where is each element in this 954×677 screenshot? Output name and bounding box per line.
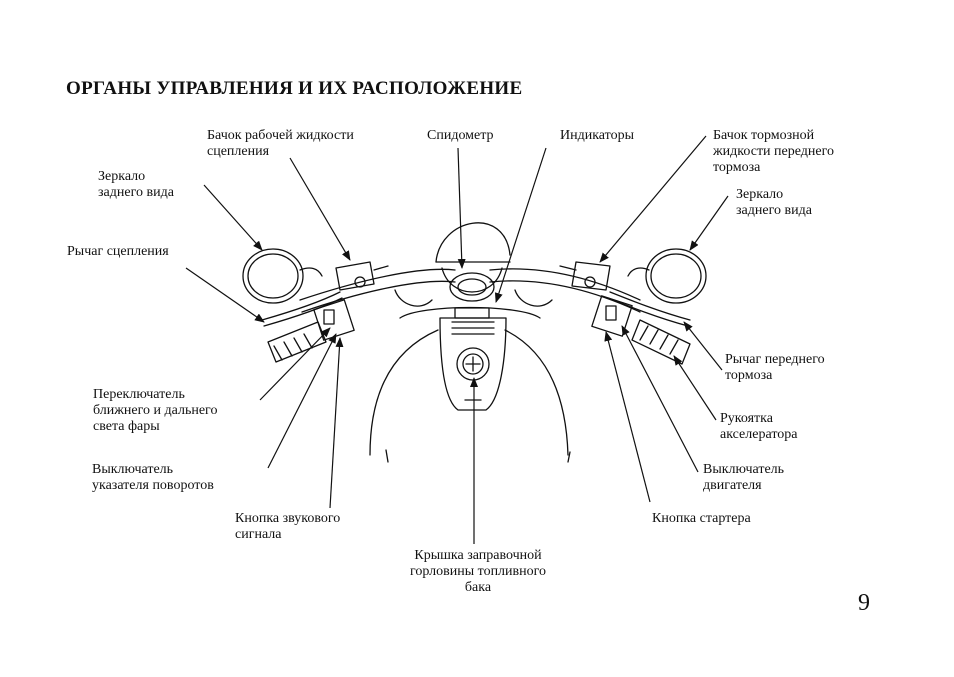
label-starter-button: Кнопка стартера <box>652 511 751 526</box>
label-front-brake-fluid-reservoir: Бачок тормозной жидкости переднего тормо… <box>713 128 835 175</box>
right-grip <box>591 295 691 365</box>
label-headlight-dimmer-switch: Переключатель ближнего и дальнего света … <box>93 387 218 434</box>
leader-clutch-lever <box>185 267 265 323</box>
label-clutch-fluid-reservoir: Бачок рабочей жидкости сцепления <box>207 128 354 159</box>
label-engine-stop-switch: Выключатель двигателя <box>703 462 785 493</box>
label-turn-signal-switch: Выключатель указателя поворотов <box>92 462 214 493</box>
label-clutch-lever: Рычаг сцепления <box>67 244 169 259</box>
leader-engine-stop <box>621 325 699 473</box>
leader-starter <box>604 331 651 503</box>
leader-clutch-fluid <box>289 157 351 261</box>
leader-horn <box>329 337 344 509</box>
label-mirror-right: Зеркало заднего вида <box>736 187 812 218</box>
leader-headlight-switch <box>259 327 331 401</box>
leader-front-brake-lever <box>683 321 723 371</box>
right-mirror <box>627 248 707 304</box>
handlebar <box>299 268 641 313</box>
label-front-brake-lever: Рычаг переднего тормоза <box>725 352 825 383</box>
speedometer-housing <box>435 222 511 319</box>
leader-indicators <box>494 147 547 303</box>
label-fuel-fill-cap: Крышка заправочной горловины топливного … <box>409 548 547 595</box>
label-throttle-grip: Рукоятка акселератора <box>720 411 798 442</box>
leader-mirror-left <box>203 184 263 251</box>
leader-mirror-right <box>689 195 729 251</box>
tank-console <box>439 317 507 411</box>
leader-turn-signal <box>267 333 337 469</box>
left-mirror <box>242 248 323 304</box>
label-indicators: Индикаторы <box>560 128 634 143</box>
page-number: 9 <box>858 590 870 616</box>
right-lever <box>607 291 691 327</box>
leader-brake-fluid <box>599 135 707 263</box>
label-speedometer: Спидометр <box>427 128 494 143</box>
right-reservoir <box>559 261 611 291</box>
leader-throttle-grip <box>673 355 717 421</box>
label-horn-button: Кнопка звукового сигнала <box>235 511 341 542</box>
fuel-tank-outline <box>369 306 571 463</box>
left-grip <box>267 299 355 363</box>
page-title: ОРГАНЫ УПРАВЛЕНИЯ И ИХ РАСПОЛОЖЕНИЕ <box>66 78 523 99</box>
left-reservoir <box>335 261 389 291</box>
left-lever <box>261 291 343 327</box>
label-mirror-left: Зеркало заднего вида <box>98 169 174 200</box>
leader-speedometer <box>457 147 466 269</box>
